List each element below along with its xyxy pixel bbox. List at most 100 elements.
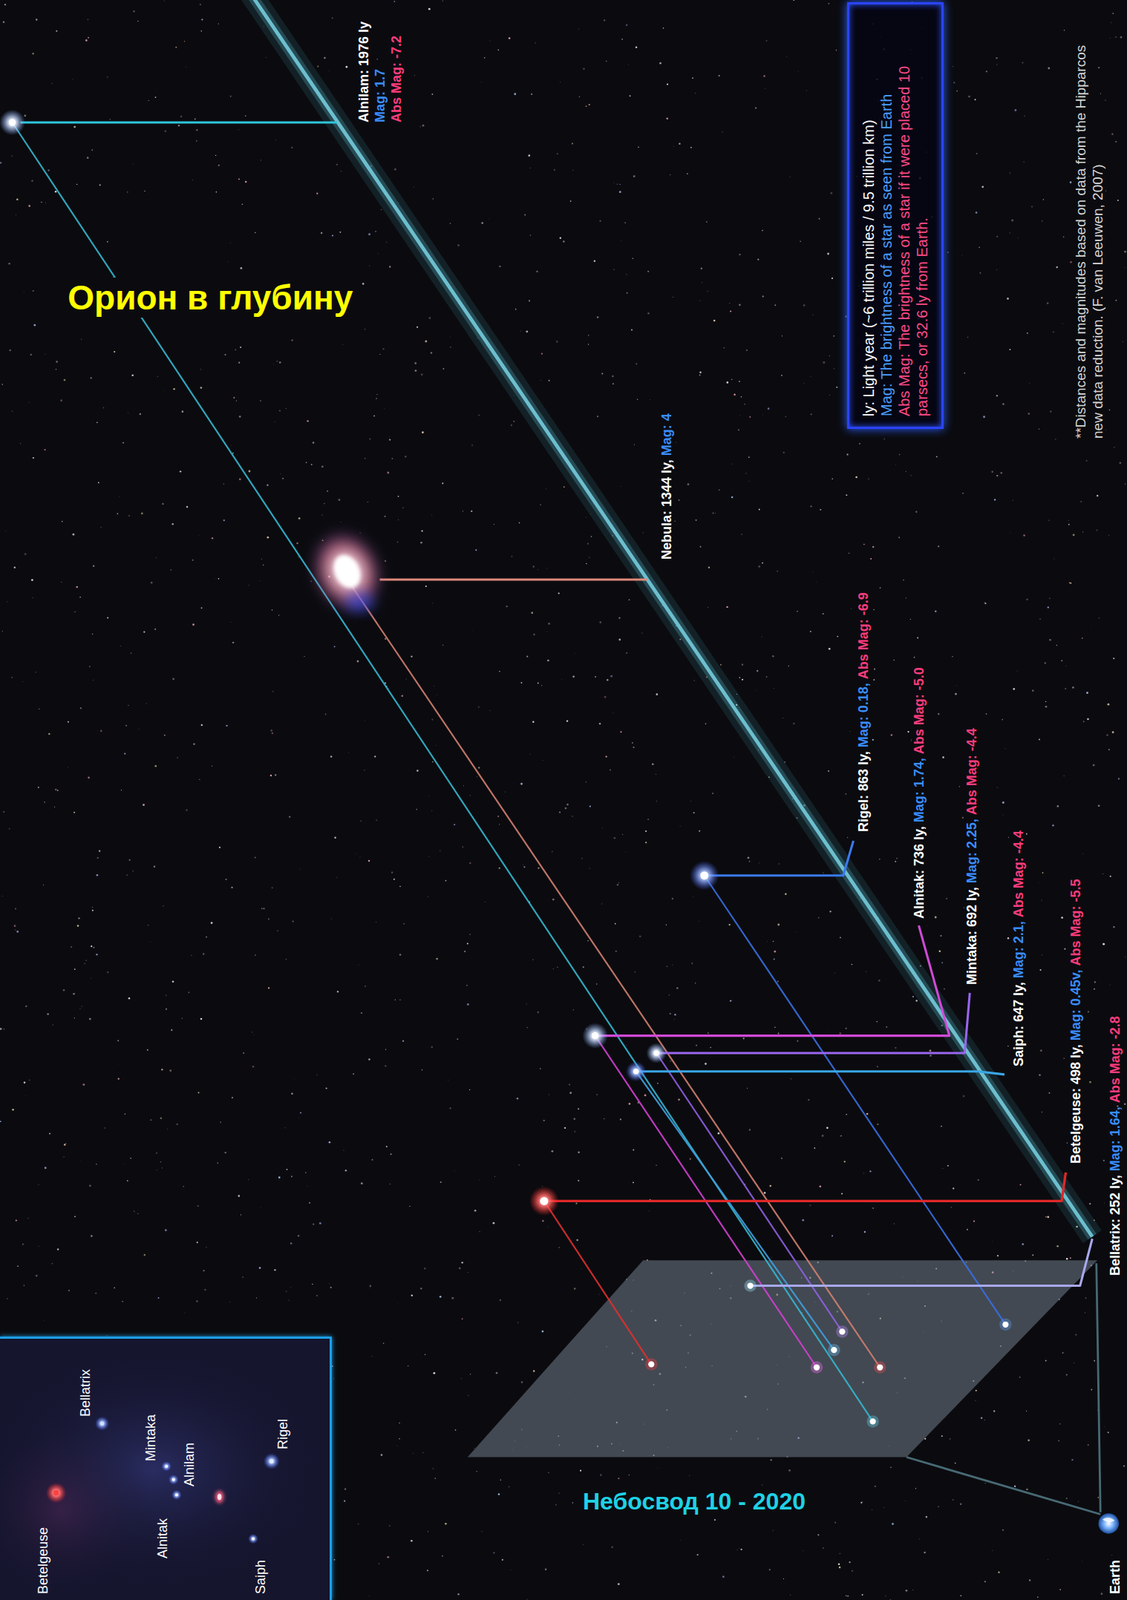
star-glow — [625, 1061, 646, 1082]
star-dot — [317, 65, 319, 67]
star-dot — [860, 1502, 862, 1505]
footnote-text: **Distances and magnitudes based on data… — [1072, 45, 1106, 439]
star-dot — [613, 837, 617, 840]
star-dot — [402, 1040, 404, 1043]
star-dot — [218, 578, 220, 580]
star-dot — [360, 821, 362, 823]
star-dot — [541, 760, 544, 762]
star-dot — [939, 935, 942, 937]
star-dot — [1108, 535, 1110, 537]
projection-dot — [648, 1361, 655, 1368]
star-dot — [393, 879, 395, 881]
star-dot — [279, 473, 281, 475]
star-dot — [233, 397, 235, 399]
star-dot — [431, 93, 433, 96]
star-dot — [539, 379, 542, 381]
star-dot — [572, 1502, 574, 1504]
star-dot — [23, 1285, 25, 1286]
star-dot — [480, 80, 482, 83]
star-dot — [161, 503, 165, 506]
star-dot — [200, 386, 203, 390]
star-dot — [893, 660, 894, 661]
star-dot — [399, 886, 401, 888]
star-dot — [82, 1083, 85, 1087]
star-dot — [51, 82, 53, 84]
star-dot — [92, 634, 93, 635]
star-dot — [200, 1018, 202, 1021]
star-dot — [441, 482, 444, 485]
star-dot — [700, 299, 701, 301]
star-dot — [89, 1018, 92, 1021]
star-dot — [176, 757, 179, 759]
star-dot — [674, 520, 676, 522]
star-dot — [962, 492, 963, 494]
star-dot — [298, 517, 301, 520]
star-dot — [414, 362, 417, 365]
star-dot — [170, 1029, 173, 1032]
star-dot — [76, 184, 78, 185]
star-dot — [90, 377, 93, 379]
star-dot — [525, 330, 528, 333]
star-dot — [373, 415, 375, 417]
star-dot — [478, 706, 480, 709]
star-dot — [359, 856, 361, 859]
star-dot — [523, 866, 525, 868]
star-dot — [74, 968, 76, 971]
star-dot — [696, 1554, 698, 1557]
star-core — [172, 1478, 176, 1482]
star-dot — [536, 270, 538, 273]
star-dot — [588, 343, 589, 345]
star-dot — [429, 317, 432, 320]
star-dot — [904, 1501, 906, 1503]
star-dot — [389, 435, 391, 438]
star-dot — [449, 222, 452, 225]
star-dot — [951, 656, 953, 658]
star-dot — [699, 371, 701, 373]
star-dot — [975, 211, 978, 214]
star-dot — [126, 1180, 129, 1182]
star-dot — [1020, 1184, 1022, 1186]
star-dot — [99, 184, 101, 186]
star-dot — [599, 621, 602, 624]
star-dot — [292, 921, 294, 923]
star-dot — [384, 560, 387, 563]
star-dot — [666, 966, 669, 969]
star-dot — [425, 585, 427, 588]
star-dot — [669, 1013, 672, 1015]
star-dot — [995, 269, 998, 271]
star-dot — [845, 1114, 847, 1116]
star-dot — [625, 1045, 628, 1047]
star-dot — [736, 1550, 738, 1552]
star-dot — [783, 452, 785, 454]
star-dot — [674, 1019, 676, 1021]
star-dot — [0, 1028, 2, 1031]
star-dot — [778, 863, 779, 865]
star-dot — [774, 1027, 776, 1029]
star-dot — [624, 852, 626, 854]
star-dot — [434, 1478, 436, 1480]
star-dot — [1124, 266, 1126, 269]
star-dot — [225, 725, 228, 727]
star-dot — [603, 19, 606, 21]
star-dot — [427, 1531, 429, 1533]
star-dot — [563, 486, 565, 488]
star-dot — [238, 178, 240, 180]
star-dot — [835, 49, 838, 52]
earth-cloud — [1102, 1518, 1116, 1523]
star-dot — [65, 1143, 67, 1145]
star-dot — [905, 471, 907, 473]
star-dot — [57, 789, 59, 792]
star-glow — [161, 1461, 172, 1473]
star-glow — [646, 1043, 667, 1064]
star-dot — [462, 847, 464, 848]
star-dot — [1090, 625, 1093, 627]
label-text: Alnilam: 1976 ly — [355, 21, 372, 123]
inset-map: BetelgeuseBellatrixMintakaAlnilamAlnitak… — [0, 1337, 332, 1600]
star-dot — [520, 682, 522, 684]
star-dot — [90, 978, 93, 980]
star-dot — [1111, 132, 1114, 136]
star-glow — [95, 1417, 110, 1432]
star-dot — [223, 519, 225, 522]
star-dot — [80, 339, 83, 341]
star-dot — [37, 1184, 40, 1186]
